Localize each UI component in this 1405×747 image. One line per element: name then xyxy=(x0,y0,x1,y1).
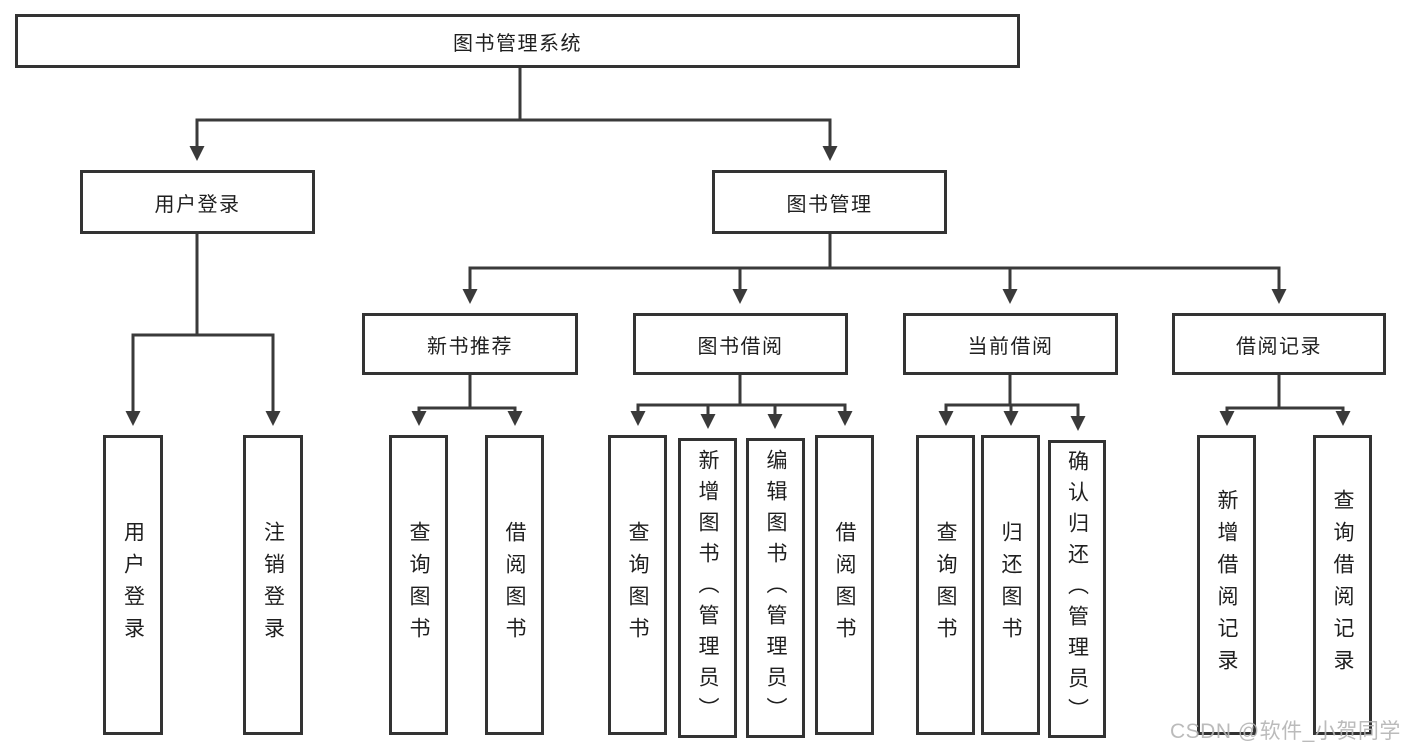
node-user-login-label: 用户登录 xyxy=(154,193,241,216)
leaf-current-query-books: 查询图书 xyxy=(916,435,975,735)
node-book-management-label: 图书管理 xyxy=(786,193,873,216)
leaf-records-add-record-label: 新增借阅记录 xyxy=(1215,489,1238,681)
leaf-logout: 注销登录 xyxy=(243,435,303,735)
leaf-newbook-borrow-books-label: 借阅图书 xyxy=(503,521,526,649)
node-borrow-records-label: 借阅记录 xyxy=(1236,335,1322,358)
csdn-watermark: CSDN @软件_小贺同学 xyxy=(1170,720,1401,743)
node-root-label: 图书管理系统 xyxy=(453,32,582,55)
leaf-user-login: 用户登录 xyxy=(103,435,163,735)
leaf-borrow-borrow-books-label: 借阅图书 xyxy=(833,521,856,649)
node-borrow-records: 借阅记录 xyxy=(1172,313,1386,375)
leaf-current-confirm-return-admin: 确认归还（管理员） xyxy=(1048,440,1106,738)
leaf-current-return-books: 归还图书 xyxy=(981,435,1040,735)
node-book-borrow: 图书借阅 xyxy=(633,313,848,375)
leaf-records-add-record: 新增借阅记录 xyxy=(1197,435,1256,735)
leaf-borrow-query-books-label: 查询图书 xyxy=(626,521,649,649)
leaf-borrow-query-books: 查询图书 xyxy=(608,435,667,735)
leaf-user-login-label: 用户登录 xyxy=(121,521,145,649)
leaf-borrow-add-books-admin: 新增图书（管理员） xyxy=(678,438,737,738)
leaf-records-query-record: 查询借阅记录 xyxy=(1313,435,1372,735)
node-current-borrow: 当前借阅 xyxy=(903,313,1118,375)
node-new-book-recommend-label: 新书推荐 xyxy=(427,335,513,358)
node-root: 图书管理系统 xyxy=(15,14,1020,68)
leaf-borrow-edit-books-admin-label: 编辑图书（管理员） xyxy=(764,448,787,728)
leaf-borrow-add-books-admin-label: 新增图书（管理员） xyxy=(696,448,719,728)
leaf-newbook-borrow-books: 借阅图书 xyxy=(485,435,544,735)
node-current-borrow-label: 当前借阅 xyxy=(967,335,1054,358)
leaf-borrow-borrow-books: 借阅图书 xyxy=(815,435,874,735)
node-user-login: 用户登录 xyxy=(80,170,315,234)
node-new-book-recommend: 新书推荐 xyxy=(362,313,578,375)
leaf-current-confirm-return-admin-label: 确认归还（管理员） xyxy=(1065,449,1089,729)
node-book-borrow-label: 图书借阅 xyxy=(697,335,784,358)
node-book-management: 图书管理 xyxy=(712,170,947,234)
leaf-logout-label: 注销登录 xyxy=(261,521,285,649)
leaf-newbook-query-books-label: 查询图书 xyxy=(407,521,430,649)
leaf-current-return-books-label: 归还图书 xyxy=(999,521,1022,649)
leaf-current-query-books-label: 查询图书 xyxy=(934,521,957,649)
leaf-newbook-query-books: 查询图书 xyxy=(389,435,448,735)
leaf-borrow-edit-books-admin: 编辑图书（管理员） xyxy=(746,438,805,738)
leaf-records-query-record-label: 查询借阅记录 xyxy=(1331,489,1354,681)
